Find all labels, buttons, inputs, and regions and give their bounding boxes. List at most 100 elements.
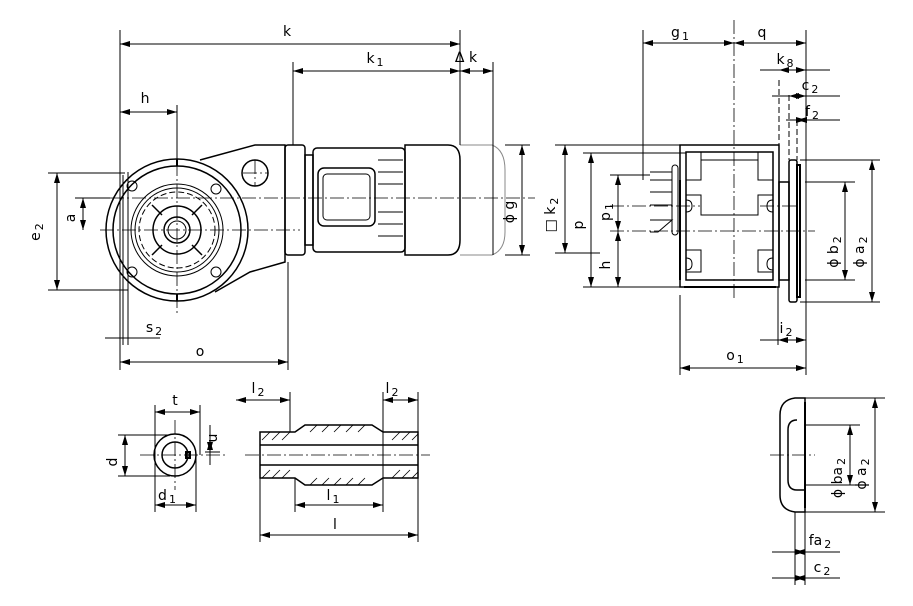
dimension-label-e2: e2 <box>28 223 46 241</box>
label-symbol: q <box>758 25 767 41</box>
label-subscript: 1 <box>169 493 176 506</box>
dimension-label-q: q <box>758 25 767 41</box>
label-symbol: s <box>146 320 153 336</box>
dimension-label-dk: Δ k <box>455 50 478 66</box>
label-symbol: o <box>726 348 735 364</box>
label-symbol: o <box>196 344 205 360</box>
motor-front-view <box>284 144 506 256</box>
dimension-label-p1: p1 <box>598 203 616 221</box>
label-subscript: 1 <box>377 56 384 69</box>
label-symbol: u <box>205 434 221 443</box>
label-symbol: p <box>598 212 614 221</box>
label-symbol: c <box>814 560 822 576</box>
label-symbol: l <box>386 381 390 397</box>
label-symbol: d <box>158 488 167 504</box>
label-subscript: 2 <box>831 236 844 243</box>
extension-line <box>48 30 530 370</box>
label-symbol: ϕ a <box>852 245 868 267</box>
label-subscript: 2 <box>548 198 561 205</box>
dimension-label-u: u <box>205 434 221 443</box>
label-symbol: g <box>671 25 680 41</box>
label-subscript: 2 <box>823 565 830 578</box>
dimension-label-o: o <box>196 344 205 360</box>
label-subscript: 2 <box>811 83 818 96</box>
label-symbol: e <box>28 232 44 241</box>
dimension-label-b2: ϕ b 2 <box>826 236 844 268</box>
label-subscript: 1 <box>737 353 744 366</box>
dimension-label-h-side: h <box>598 261 614 270</box>
label-subscript: 2 <box>391 386 398 399</box>
hollow-shaft-section <box>245 424 430 486</box>
dimension-label-a: a <box>63 214 79 223</box>
extension-line <box>772 397 885 585</box>
label-symbol: Δ k <box>455 50 478 66</box>
label-symbol: k <box>366 51 375 67</box>
label-symbol: i <box>780 321 784 337</box>
dimension-label-d: d <box>105 458 121 467</box>
output-flange-view <box>770 397 815 513</box>
label-symbol: h <box>141 91 150 107</box>
dimension-label-g: ϕ g <box>502 201 518 224</box>
label-subscript: 2 <box>812 109 819 122</box>
dimension-label-t: t <box>172 393 178 409</box>
dimension-label-k: k <box>283 24 292 40</box>
label-symbol: □ k <box>543 206 559 233</box>
dimension-label-p: p <box>571 220 587 229</box>
dimension-label-k2: □ k2 <box>543 198 561 233</box>
dimension-label-l: l <box>333 517 337 533</box>
label-subscript: 2 <box>857 236 870 243</box>
dimension-lines <box>48 30 885 585</box>
label-subscript: 2 <box>33 223 46 230</box>
label-symbol: ϕ a <box>854 467 870 489</box>
label-subscript: 8 <box>787 57 794 70</box>
dimension-label-a2-bottom: ϕ a 2 <box>854 458 872 489</box>
extension-line <box>118 392 419 542</box>
label-symbol: l <box>333 517 337 533</box>
label-symbol: ϕ ba <box>830 467 846 498</box>
label-subscript: 2 <box>835 458 848 465</box>
label-symbol: p <box>571 220 587 229</box>
label-symbol: d <box>105 458 121 467</box>
dimension-label-a2-top: ϕ a 2 <box>852 236 870 267</box>
gear-housing-front-view <box>105 144 286 302</box>
label-symbol: ϕ g <box>502 201 518 224</box>
label-symbol: f <box>805 104 811 120</box>
label-symbol: a <box>63 214 79 223</box>
label-symbol: t <box>172 393 178 409</box>
hollow-shaft-end-view <box>140 420 225 490</box>
dimension-label-ba2: ϕ ba 2 <box>830 458 848 498</box>
label-subscript: 2 <box>824 538 831 551</box>
label-subscript: 1 <box>603 203 616 210</box>
centerline <box>610 20 815 300</box>
label-subscript: 2 <box>785 326 792 339</box>
label-symbol: ϕ b <box>826 245 842 268</box>
label-symbol: l <box>327 488 331 504</box>
label-symbol: l <box>252 381 256 397</box>
centerline <box>100 140 535 315</box>
label-subscript: 2 <box>257 386 264 399</box>
hidden-line <box>778 80 798 160</box>
label-subscript: 1 <box>682 30 689 43</box>
label-subscript: 2 <box>859 458 872 465</box>
label-symbol: k <box>283 24 292 40</box>
label-subscript: 1 <box>332 493 339 506</box>
label-symbol: c <box>802 78 810 94</box>
label-subscript: 2 <box>155 325 162 338</box>
